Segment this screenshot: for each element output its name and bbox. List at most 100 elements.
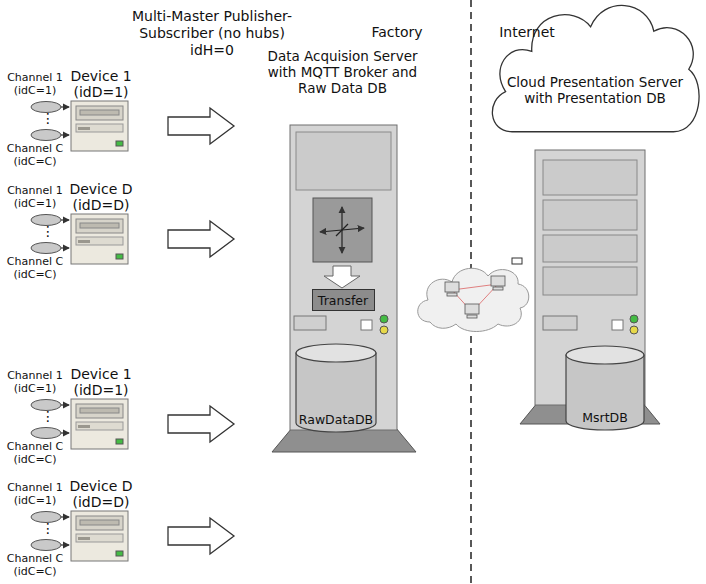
node-label: Transfer (318, 293, 368, 308)
presentation-tower (543, 235, 637, 262)
cloud-outline (486, 0, 704, 134)
node-label: MsrtDB (565, 410, 645, 425)
device-icon (76, 534, 123, 542)
server-tower (380, 315, 388, 323)
device-icon (71, 511, 128, 561)
channel-wire (61, 432, 69, 433)
channel-label: Channel C (idC=C) (2, 441, 68, 466)
zone-label: Internet (492, 24, 562, 41)
node-device: Device 1 (idD=1) (66, 68, 136, 152)
flow-arrow (168, 108, 234, 144)
network-cloud (491, 276, 505, 286)
node-label: Cloud Presentation Server with Presentat… (497, 0, 693, 106)
switch-arrows (342, 228, 364, 230)
device-icon (76, 219, 123, 233)
network-cloud (418, 258, 529, 332)
node-cloud: Cloud Presentation Server with Presentat… (486, 0, 704, 134)
device-icon (116, 439, 123, 444)
node-label: RawDataDB (295, 412, 377, 427)
server-tower (272, 125, 416, 452)
node-label: Device 1 (idD=1) (66, 366, 136, 398)
topology-note: Multi-Master Publisher-Subscriber (no hu… (122, 8, 302, 59)
zone-label: Factory (362, 24, 432, 41)
channel-label: Channel 1 (idC=1) (2, 72, 68, 97)
device-icon (78, 127, 90, 130)
flow-arrow (324, 266, 360, 288)
device-icon (76, 124, 123, 132)
channel-wire (61, 404, 69, 405)
server-tower (361, 320, 372, 330)
ellipsis-mark: ⋮ (40, 408, 56, 424)
switch-arrows (341, 207, 342, 230)
switch-arrows (336, 224, 348, 236)
device-icon (76, 237, 123, 245)
device-icon (116, 141, 123, 146)
channel-wire (61, 219, 69, 220)
node-device: Device D (idD=D) (66, 478, 136, 562)
channel-label: Channel C (idC=C) (2, 553, 68, 578)
flow-arrow (168, 406, 234, 442)
device-icon (78, 537, 90, 540)
node-label: Device D (idD=D) (66, 181, 136, 213)
network-cloud (465, 304, 479, 314)
network-cloud (467, 315, 477, 318)
presentation-tower (630, 315, 638, 323)
channel-label: Channel C (idC=C) (2, 143, 68, 168)
network-cloud (418, 268, 529, 331)
presentation-tower (630, 326, 638, 334)
switch-arrows (320, 207, 364, 253)
network-cloud (445, 282, 459, 292)
channel-label: Channel 1 (idC=1) (2, 370, 68, 395)
database-cylinder (296, 344, 376, 362)
channel-label: Channel C (idC=C) (2, 256, 68, 281)
node-cyl: MsrtDB (565, 345, 645, 431)
channel-oval (31, 130, 61, 141)
device-icon (70, 398, 130, 450)
server-tower (313, 198, 372, 262)
node-label: Device D (idD=D) (66, 478, 136, 510)
server-tower (296, 132, 391, 190)
device-icon (116, 551, 123, 556)
cloud-outline (492, 5, 699, 131)
packet (512, 258, 522, 264)
device-icon (71, 101, 128, 151)
node-label: Data Acquision Server with MQTT Broker a… (255, 48, 431, 96)
device-icon (71, 399, 128, 449)
device-icon (71, 214, 128, 264)
device-icon (78, 425, 90, 428)
device-icon (76, 422, 123, 430)
presentation-tower (612, 320, 623, 330)
presentation-tower (543, 200, 637, 230)
switch-arrows (341, 230, 342, 253)
flow-arrow (168, 518, 234, 554)
presentation-tower (543, 160, 637, 195)
device-icon (70, 510, 130, 562)
channel-wire (61, 106, 69, 107)
channel-oval (31, 428, 61, 439)
ellipsis-mark: ⋮ (40, 110, 56, 126)
device-icon (76, 516, 123, 530)
network-cloud (493, 287, 503, 290)
node-cyl: RawDataDB (295, 343, 377, 433)
channel-wire (61, 247, 69, 248)
flow-arrow (168, 221, 234, 257)
device-icon (76, 106, 123, 120)
node-box: Transfer (312, 289, 375, 311)
channel-wire (61, 134, 69, 135)
channel-oval (31, 540, 61, 551)
database-cylinder (566, 346, 644, 364)
channel-wire (61, 516, 69, 517)
device-icon (80, 408, 119, 413)
device-icon (80, 223, 119, 228)
node-device: Device D (idD=D) (66, 181, 136, 265)
network-cloud (447, 293, 457, 296)
device-icon (78, 240, 90, 243)
database-cylinder (296, 353, 376, 432)
channel-label: Channel 1 (idC=1) (2, 482, 68, 507)
database-cylinder (566, 355, 644, 430)
channel-wire (61, 544, 69, 545)
device-icon (76, 404, 123, 418)
ellipsis-mark: ⋮ (40, 223, 56, 239)
presentation-tower (543, 316, 577, 330)
